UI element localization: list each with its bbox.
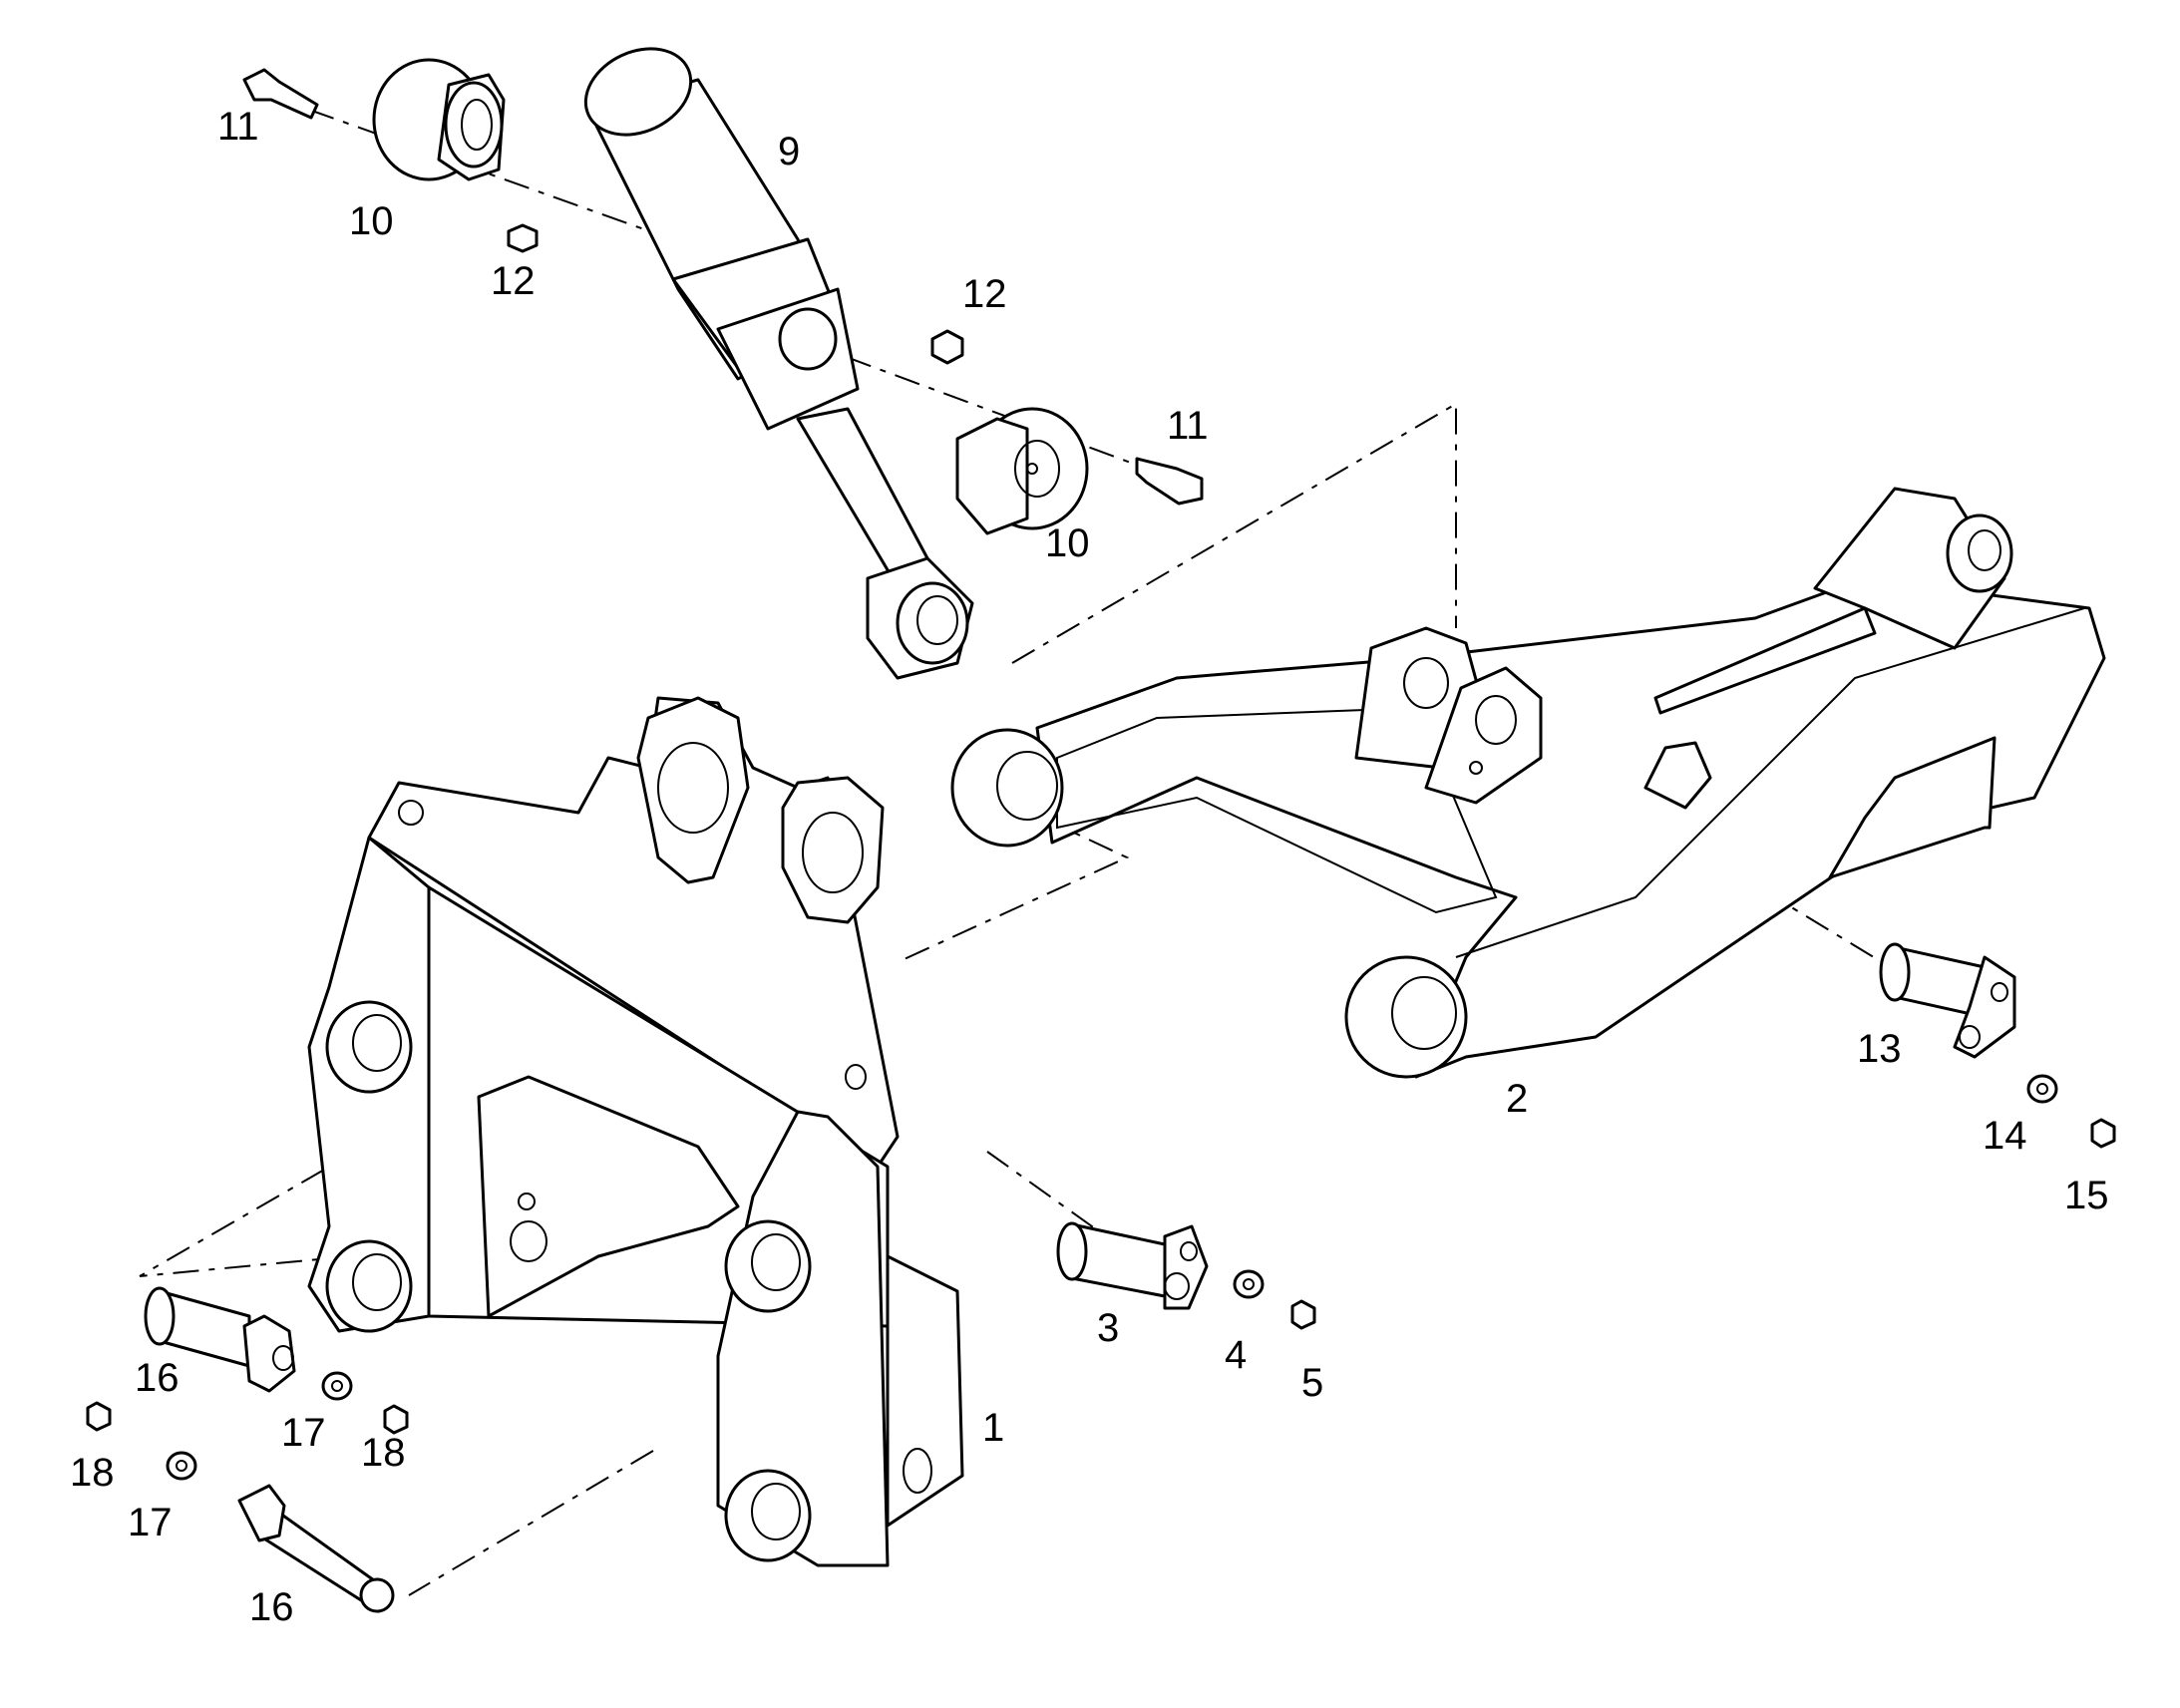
part-4-washer xyxy=(1233,1269,1265,1299)
callout-11-upper: 11 xyxy=(217,105,259,149)
callout-12-lower: 12 xyxy=(962,272,1007,316)
callout-12-upper: 12 xyxy=(491,259,536,303)
bushing-right-middle xyxy=(724,1219,812,1313)
callout-14: 14 xyxy=(1983,1114,2027,1158)
callout-4: 4 xyxy=(1225,1333,1247,1377)
callout-9: 9 xyxy=(778,130,800,173)
callout-16-upper: 16 xyxy=(135,1356,180,1400)
callout-16-lower: 16 xyxy=(249,1585,294,1629)
part-18-screw-upper xyxy=(383,1404,409,1435)
part-14-washer xyxy=(2026,1074,2058,1104)
part-5-screw xyxy=(1290,1299,1316,1330)
bushing-left-lower xyxy=(325,1239,413,1333)
part-2-swing-arm xyxy=(950,487,2106,1079)
callout-15: 15 xyxy=(2064,1174,2109,1217)
callout-10-lower: 10 xyxy=(1045,521,1090,565)
callout-1: 1 xyxy=(982,1406,1004,1450)
callout-labels: 11 10 12 9 12 11 10 13 2 14 15 3 4 5 16 … xyxy=(70,105,2109,1629)
part-13-pin xyxy=(1879,942,2016,1059)
part-11-bolt-upper xyxy=(242,68,319,120)
bushing-right-lower xyxy=(724,1469,812,1562)
callout-11-lower: 11 xyxy=(1167,404,1209,448)
part-18-screw-lower xyxy=(86,1401,112,1432)
part-10-flange-upper xyxy=(372,58,506,181)
part-15-screw xyxy=(2090,1118,2116,1149)
callout-17-upper: 17 xyxy=(281,1411,326,1455)
part-12-nut-upper xyxy=(507,223,539,253)
callout-13: 13 xyxy=(1857,1027,1902,1071)
boss-upper-left xyxy=(950,728,1064,848)
callout-3: 3 xyxy=(1097,1306,1119,1350)
part-1-main-frame xyxy=(307,696,964,1567)
callout-18-lower: 18 xyxy=(70,1451,115,1495)
part-10-flange-lower xyxy=(955,407,1089,535)
callout-10-upper: 10 xyxy=(349,199,394,243)
part-16-pin-lower xyxy=(237,1484,395,1613)
part-12-nut-lower xyxy=(930,329,964,365)
callout-18-upper: 18 xyxy=(361,1431,406,1475)
callout-2: 2 xyxy=(1506,1077,1528,1121)
boss-lower xyxy=(1344,955,1468,1079)
part-11-bolt-lower xyxy=(1135,457,1204,506)
bushing-left-upper xyxy=(325,1000,413,1094)
callout-17-lower: 17 xyxy=(128,1501,173,1544)
part-3-pin xyxy=(1056,1221,1209,1310)
part-17-washer-upper xyxy=(321,1371,353,1401)
callout-5: 5 xyxy=(1301,1361,1323,1405)
part-9-hydraulic-cylinder xyxy=(583,47,974,680)
part-16-pin-upper xyxy=(144,1286,296,1393)
part-17-washer-lower xyxy=(166,1451,197,1481)
